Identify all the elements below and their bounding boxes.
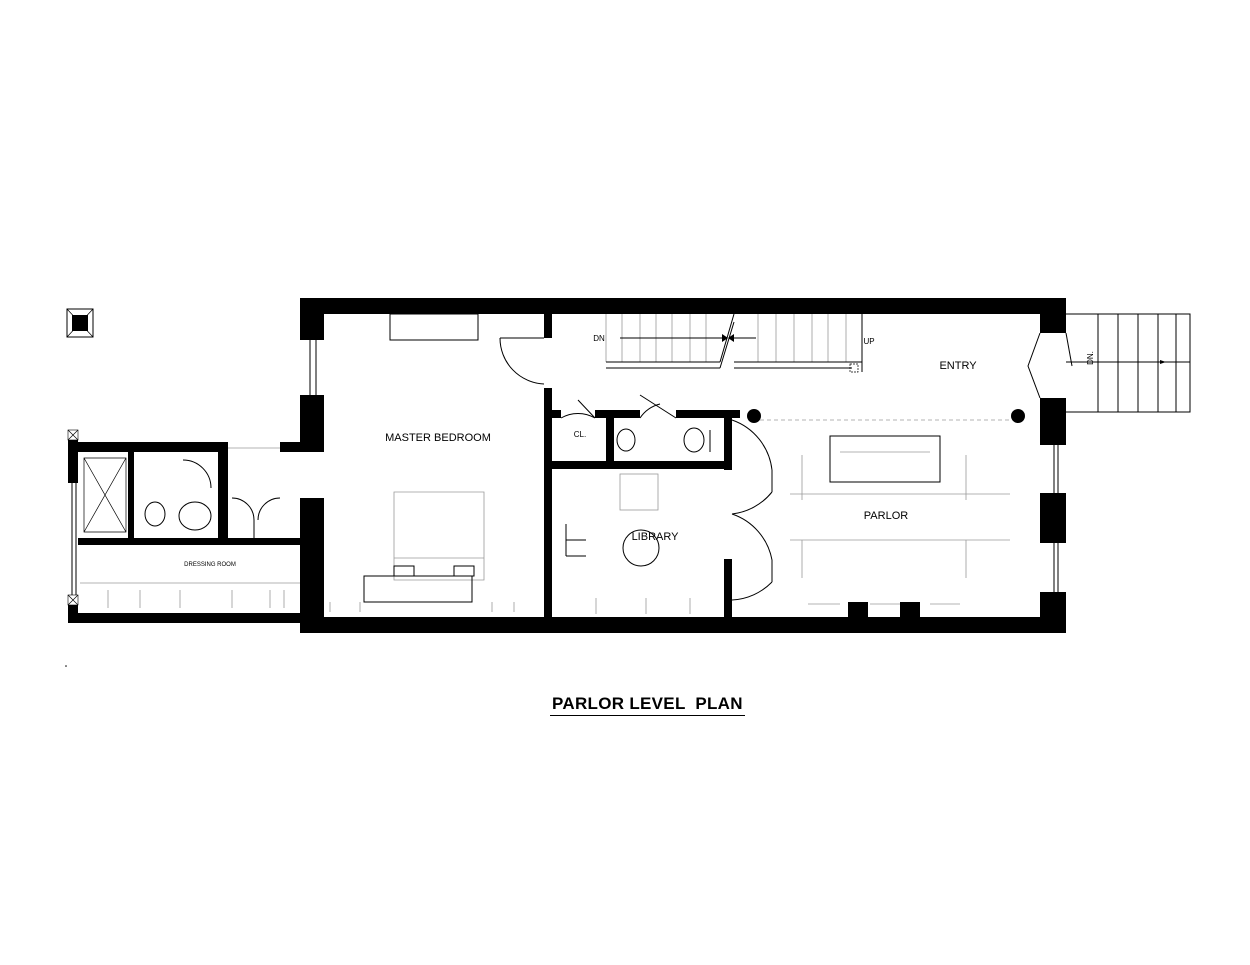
stair-label-down: DN <box>593 334 605 343</box>
room-label-closet: CL. <box>574 430 586 439</box>
room-label-master-bedroom: MASTER BEDROOM <box>385 432 491 444</box>
room-label-entry: ENTRY <box>939 360 977 372</box>
furniture <box>65 313 1010 667</box>
interior-walls <box>544 314 1025 619</box>
room-label-parlor: PARLOR <box>864 510 908 522</box>
stoop-stair <box>1066 313 1191 413</box>
interior-stair <box>605 313 863 373</box>
rear-extension-walls <box>67 429 318 623</box>
stair-label-up: UP <box>863 337 874 346</box>
door-swings <box>182 337 773 601</box>
windows <box>71 340 1059 595</box>
entry-doors <box>1027 332 1073 399</box>
chimney-pier-symbol <box>66 308 94 338</box>
plan-title: PARLOR LEVEL PLAN <box>550 694 745 716</box>
room-label-dressing-room: DRESSING ROOM <box>184 562 236 568</box>
exterior-walls <box>280 298 1066 633</box>
stoop-label-down: DN. <box>1086 351 1095 365</box>
room-label-library: LIBRARY <box>632 531 680 543</box>
